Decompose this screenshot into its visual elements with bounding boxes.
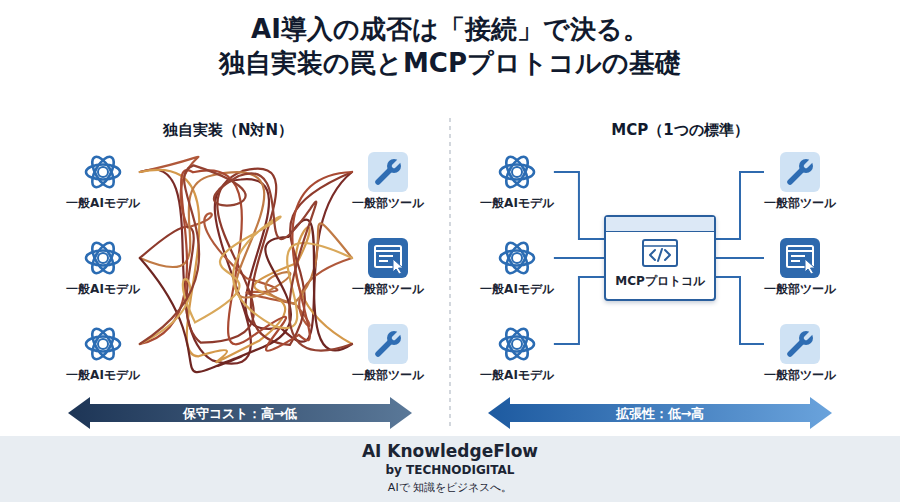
ai-model-node: 一般AIモデル — [480, 236, 554, 297]
tool-node: 一般部ツール — [764, 322, 836, 383]
double-arrow — [68, 397, 412, 429]
node-label: 一般AIモデル — [480, 282, 554, 297]
ai-model-node: 一般AIモデル — [66, 150, 140, 211]
tool-node: 一般部ツール — [352, 236, 424, 297]
connector — [140, 217, 352, 344]
tool-node: 一般部ツール — [764, 236, 836, 297]
connector — [554, 277, 604, 344]
connector — [140, 220, 352, 373]
title: AI導入の成否は「接続」で決る。 独自実装の罠とMCPプロトコルの基礎 — [20, 12, 880, 80]
window-header — [606, 217, 714, 232]
ai-model-node: 一般AIモデル — [66, 322, 140, 383]
node-label: 一般AIモデル — [480, 368, 554, 383]
tool-node: 一般部ツール — [352, 322, 424, 383]
brand-name: AI KnowledgeFlow — [362, 441, 538, 462]
connector — [140, 165, 352, 350]
footer-band — [0, 436, 900, 502]
double-arrow — [488, 397, 832, 429]
node-label: 一般部ツール — [352, 196, 424, 211]
window-icon — [366, 236, 410, 280]
node-label: 一般部ツール — [764, 368, 836, 383]
tool-node: 一般部ツール — [764, 150, 836, 211]
axis-label: 拡張性：低→高 — [616, 405, 705, 422]
brand-byline: by TECHNODIGITAL — [386, 462, 515, 478]
model-icon — [81, 322, 125, 366]
window-icon — [778, 236, 822, 280]
model-icon — [81, 150, 125, 194]
node-label: 一般部ツール — [764, 196, 836, 211]
model-icon — [495, 322, 539, 366]
connector — [716, 172, 764, 239]
wrench-icon — [366, 150, 410, 194]
model-icon — [495, 150, 539, 194]
brand-tagline: AIで 知識をビジネスへ。 — [388, 480, 512, 495]
section-heading: 独自実装（N対N） — [163, 121, 293, 140]
connector — [554, 257, 604, 259]
node-label: 一般部ツール — [764, 282, 836, 297]
node-label: 一般部ツール — [352, 368, 424, 383]
connector — [716, 277, 764, 344]
node-label: 一般AIモデル — [480, 196, 554, 211]
ai-model-node: 一般AIモデル — [66, 236, 140, 297]
mcp-icon — [640, 238, 680, 268]
connector — [554, 172, 604, 239]
node-label: 一般AIモデル — [66, 368, 140, 383]
wrench-icon — [778, 150, 822, 194]
section-heading: MCP（1つの標準） — [611, 121, 748, 140]
connector — [716, 257, 764, 259]
model-icon — [495, 236, 539, 280]
node-label: 一般AIモデル — [66, 282, 140, 297]
divider-line — [449, 118, 450, 428]
ai-model-node: 一般AIモデル — [480, 150, 554, 211]
node-label: 一般AIモデル — [66, 196, 140, 211]
node-label: MCPプロトコル — [615, 274, 705, 289]
node-label: 一般部ツール — [352, 282, 424, 297]
wrench-icon — [778, 322, 822, 366]
axis-label: 保守コスト：高→低 — [183, 405, 298, 422]
model-icon — [81, 236, 125, 280]
ai-model-node: 一般AIモデル — [480, 322, 554, 383]
tool-node: 一般部ツール — [352, 150, 424, 211]
wrench-icon — [366, 322, 410, 366]
protocol-box: MCPプロトコル — [604, 215, 716, 301]
